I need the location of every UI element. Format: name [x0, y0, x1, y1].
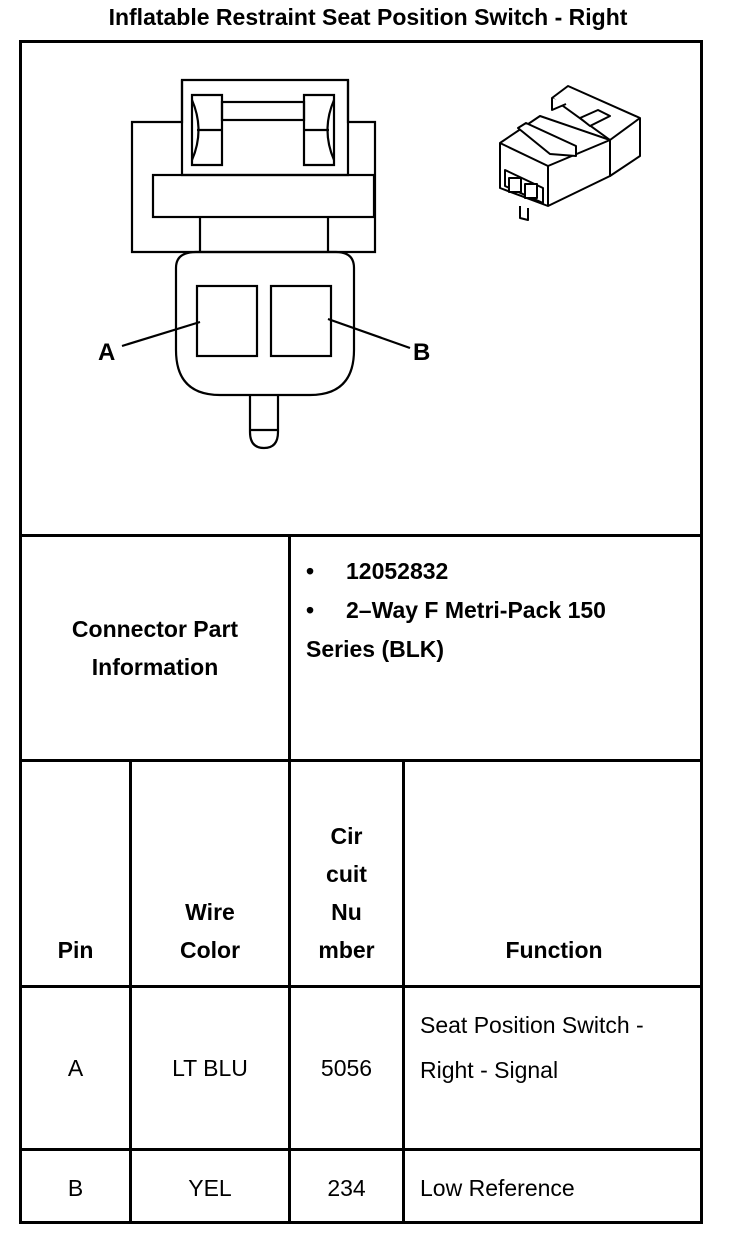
- wire-color-cell: LT BLU: [132, 988, 288, 1148]
- header-function-text: Function: [505, 937, 603, 963]
- wire-color-text: LT BLU: [172, 1055, 248, 1081]
- pin-cell: A: [67, 1055, 84, 1081]
- list-item: •12052832: [306, 558, 449, 584]
- wire-color-text: YEL: [188, 1174, 232, 1201]
- header-wire-color-text: Wire Color: [179, 899, 241, 963]
- connector-info-list: •12052832 •2–Way F Metri-Pack 150 Series…: [306, 552, 696, 669]
- divider: [288, 534, 291, 1224]
- circuit-text: 234: [327, 1174, 366, 1201]
- circuit-text: 5056: [320, 1055, 373, 1081]
- circuit-cell: 234: [291, 1151, 402, 1224]
- table-row: B: [22, 1151, 129, 1224]
- list-item: •2–Way F Metri-Pack 150 Series (BLK): [306, 597, 606, 662]
- header-function: Function: [405, 762, 703, 985]
- table-frame: [19, 40, 703, 1224]
- circuit-cell: 5056: [291, 988, 402, 1148]
- function-text: Low Reference: [420, 1174, 575, 1201]
- header-circuit-number: Cir cuit Nu mber: [291, 762, 402, 985]
- divider: [19, 534, 703, 537]
- connector-info-label: Connector Part Information: [22, 537, 288, 759]
- pin-a-callout: A: [98, 339, 115, 366]
- divider: [129, 759, 132, 1224]
- connector-type: 2–Way F Metri-Pack 150 Series (BLK): [306, 597, 606, 662]
- connector-face-diagram: A B: [98, 78, 430, 450]
- header-circuit-number-text: Cir cuit Nu mber: [318, 823, 375, 963]
- divider: [19, 1148, 703, 1151]
- divider: [19, 985, 703, 988]
- divider: [402, 759, 405, 1224]
- connector-isometric-icon: [499, 85, 641, 221]
- function-text: Seat Position Switch - Right - Signal: [420, 1012, 644, 1083]
- pin-cell: B: [67, 1174, 84, 1201]
- header-wire-color: Wire Color: [132, 762, 288, 985]
- wire-color-cell: YEL: [132, 1151, 288, 1224]
- header-pin: Pin: [22, 762, 129, 985]
- pin-b-callout: B: [413, 339, 430, 366]
- connector-info-label-text: Connector Part Information: [71, 616, 239, 680]
- table-row: A: [22, 988, 129, 1148]
- page-title: Inflatable Restraint Seat Position Switc…: [108, 4, 628, 30]
- header-pin-text: Pin: [57, 937, 94, 963]
- divider: [19, 759, 703, 762]
- function-cell: Low Reference: [420, 1151, 700, 1224]
- function-cell: Seat Position Switch - Right - Signal: [420, 1003, 680, 1093]
- part-number: 12052832: [346, 558, 449, 584]
